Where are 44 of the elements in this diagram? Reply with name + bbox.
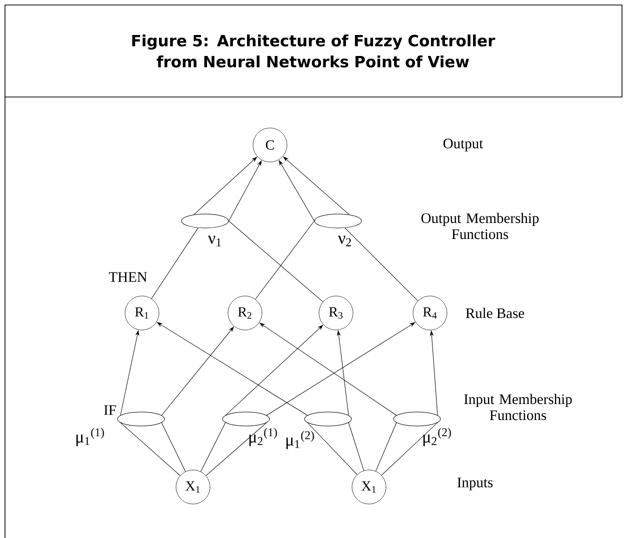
- connector-line: [348, 422, 364, 471]
- connector-line: [381, 422, 438, 476]
- layer-label: Input Membership Functions: [464, 394, 572, 420]
- layer-label: Inputs: [457, 478, 493, 490]
- membership-ellipse: [314, 214, 362, 228]
- connector-line: [344, 228, 418, 302]
- arrow: [278, 160, 314, 222]
- arrow: [194, 156, 257, 215]
- arrow: [283, 156, 350, 215]
- connector-line: [255, 220, 314, 300]
- layer-label: THEN: [108, 272, 147, 282]
- connector-line: [161, 422, 186, 472]
- connector-line: [200, 422, 226, 472]
- membership-ellipse: [304, 412, 352, 426]
- membership-label: ν$_{2}$: [338, 236, 351, 246]
- membership-label: μ$_{1}$(2): [286, 430, 314, 450]
- membership-ellipse: [393, 412, 441, 426]
- membership-ellipse: [181, 214, 229, 228]
- connector-line: [228, 220, 324, 302]
- arrow: [260, 322, 397, 416]
- arrow: [337, 330, 349, 416]
- connector-line: [307, 422, 358, 475]
- membership-label: ν$_{1}$: [208, 236, 221, 246]
- membership-ellipse: [222, 412, 270, 426]
- membership-label: μ$_{1}$(1): [76, 428, 104, 446]
- layer-label: Rule Base: [466, 308, 524, 318]
- arrow: [430, 330, 438, 416]
- title: Figure 5: Architecture of Fuzzy Controller from Neural Networks Point of View: [132, 34, 496, 68]
- arrow: [120, 330, 140, 416]
- connector-line: [151, 228, 198, 299]
- layer-label: Output Membership Functions: [421, 212, 539, 240]
- arrow: [157, 322, 308, 416]
- arrow: [228, 160, 262, 222]
- arrow: [161, 326, 234, 416]
- connector-line: [120, 422, 180, 476]
- connector-line: [206, 422, 267, 476]
- membership-ellipse: [117, 412, 165, 426]
- connector-line: [376, 422, 397, 472]
- membership-label: μ$_{2}$(1): [249, 428, 277, 446]
- arrow: [225, 324, 324, 416]
- membership-label: μ$_{2}$(2): [423, 428, 451, 446]
- layer-label: IF: [104, 405, 116, 415]
- layer-label: Output: [443, 138, 484, 152]
- arrow: [266, 322, 415, 416]
